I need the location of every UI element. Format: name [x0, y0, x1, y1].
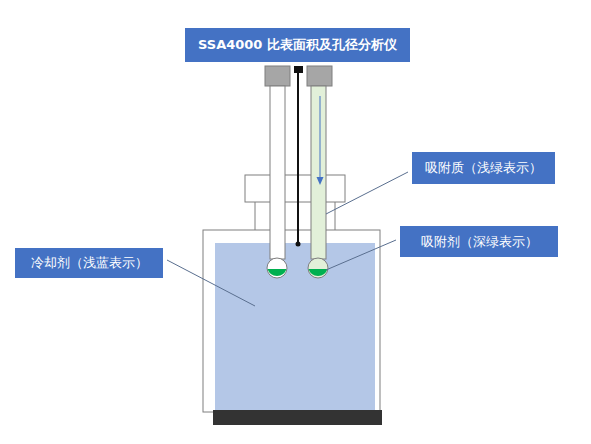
tube-fitting — [265, 66, 290, 86]
probe-tip — [296, 242, 301, 247]
temperature-probe — [297, 73, 299, 243]
flask-shoulder — [335, 202, 336, 230]
label-text: 冷却剂（浅蓝表示） — [31, 254, 148, 272]
label-text: SSA4000 比表面积及孔径分析仪 — [198, 36, 397, 54]
coolant-label-box: 冷却剂（浅蓝表示） — [15, 248, 163, 278]
adsorbent-label-box: 吸附剂（深绿表示） — [400, 226, 558, 257]
flow-arrowhead — [317, 177, 324, 185]
leader-line — [326, 172, 408, 214]
tube-fitting — [307, 66, 332, 86]
flask-shoulder — [255, 202, 256, 230]
sample-tube — [270, 86, 285, 259]
flask-neck — [245, 175, 345, 202]
sample-bulb — [308, 258, 328, 278]
instrument-title-box: SSA4000 比表面积及孔径分析仪 — [185, 28, 410, 62]
flow-arrow — [320, 96, 321, 180]
adsorbent — [268, 269, 287, 276]
label-text: 吸附质（浅绿表示） — [425, 159, 542, 177]
adsorbate-label-box: 吸附质（浅绿表示） — [412, 152, 555, 184]
sample-bulb — [267, 258, 287, 278]
leader-line — [167, 260, 255, 306]
sample-tube — [311, 86, 326, 259]
adsorbent — [309, 269, 328, 276]
sensor-fitting — [294, 66, 303, 73]
flask-body — [203, 230, 380, 412]
leader-line — [326, 240, 396, 270]
coolant-fill — [215, 243, 375, 410]
label-text: 吸附剂（深绿表示） — [421, 233, 538, 251]
flask-base — [213, 410, 382, 425]
